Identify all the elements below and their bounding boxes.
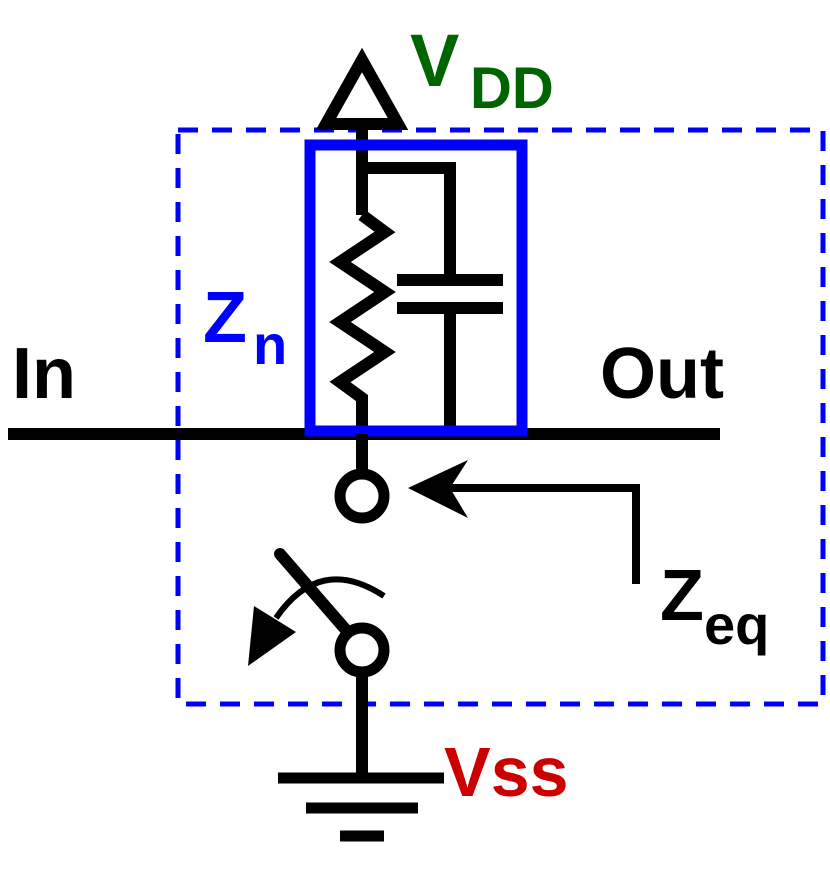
zeq-pointer-line [450, 484, 640, 584]
switch-blade [274, 548, 352, 636]
zeq-node-terminal [334, 468, 390, 524]
zn-box [304, 139, 528, 437]
vdd-arrow-symbol [315, 47, 409, 130]
ground-symbol [278, 772, 444, 842]
dashed-enclosure [175, 127, 826, 707]
switch-action-arc [273, 576, 386, 620]
out-label: Out [600, 334, 724, 414]
zeq-label: Zeq [660, 556, 769, 656]
capacitor-top-wire [362, 162, 456, 278]
zeq-pointer-arrowhead [408, 460, 468, 518]
vss-label: Vss [444, 733, 569, 811]
switch-contact-terminal [334, 622, 390, 678]
resistor-symbol [329, 210, 396, 434]
switch-action-arrowhead [248, 606, 296, 666]
in-label: In [12, 334, 76, 414]
